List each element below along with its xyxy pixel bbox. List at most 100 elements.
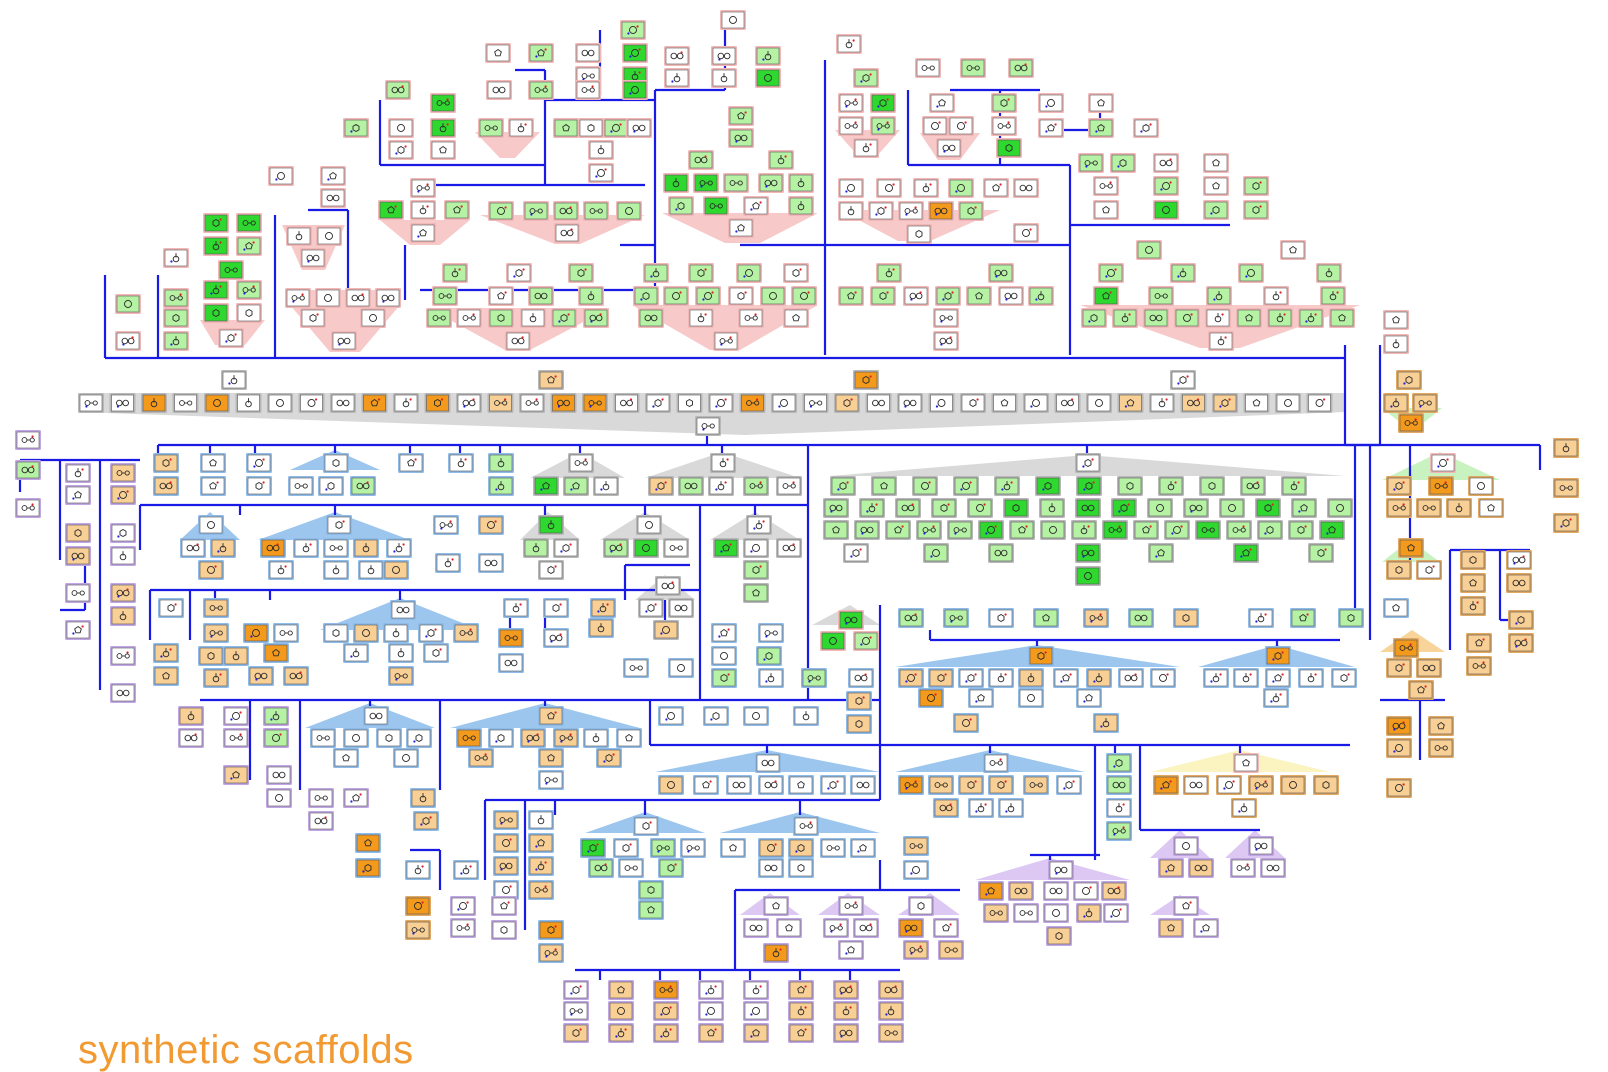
heteroatom-mark bbox=[535, 845, 537, 847]
node-box bbox=[873, 478, 895, 494]
node-box bbox=[1205, 178, 1227, 194]
node-box bbox=[1385, 600, 1407, 616]
heteroatom-mark bbox=[174, 603, 176, 605]
heteroatom-mark bbox=[1169, 158, 1171, 160]
scaffold-node bbox=[1396, 370, 1422, 390]
scaffold-node bbox=[450, 896, 476, 916]
heteroatom-mark bbox=[587, 850, 589, 852]
scaffold-node bbox=[538, 370, 564, 390]
scaffold-node bbox=[983, 178, 1009, 198]
heteroatom-mark bbox=[877, 128, 879, 130]
node-box bbox=[962, 395, 984, 411]
node-box bbox=[660, 860, 682, 876]
node-box bbox=[1510, 612, 1532, 628]
scaffold-node bbox=[1118, 393, 1144, 413]
scaffold-node bbox=[1158, 476, 1184, 496]
heteroatom-mark bbox=[914, 780, 916, 782]
scaffold-node bbox=[498, 628, 524, 648]
heteroatom-mark bbox=[1063, 787, 1065, 789]
scaffold-node bbox=[948, 178, 974, 198]
scaffold-node bbox=[850, 838, 876, 858]
heteroatom-mark bbox=[877, 105, 879, 107]
heteroatom-mark bbox=[1197, 398, 1199, 400]
node-box bbox=[838, 36, 860, 52]
node-box bbox=[112, 548, 134, 564]
heteroatom-mark bbox=[1155, 555, 1157, 557]
node-box bbox=[638, 517, 660, 533]
scaffold-node bbox=[486, 80, 512, 100]
scaffold-node bbox=[491, 896, 517, 916]
heteroatom-mark bbox=[500, 868, 502, 870]
heteroatom-mark bbox=[995, 275, 997, 277]
heteroatom-mark bbox=[558, 405, 560, 407]
heteroatom-mark bbox=[458, 268, 460, 270]
scaffold-node bbox=[1383, 310, 1409, 330]
scaffold-node bbox=[405, 860, 431, 880]
heteroatom-mark bbox=[985, 532, 987, 534]
scaffold-node bbox=[283, 666, 309, 686]
scaffold-node bbox=[1188, 858, 1214, 878]
heteroatom-mark bbox=[1256, 481, 1258, 483]
heteroatom-mark bbox=[974, 780, 976, 782]
heteroatom-mark bbox=[500, 822, 502, 824]
node-box bbox=[407, 862, 429, 878]
heteroatom-mark bbox=[1128, 313, 1130, 315]
scaffold-node bbox=[578, 286, 604, 306]
scaffold-node bbox=[493, 856, 519, 876]
scaffold-node bbox=[850, 775, 876, 795]
heteroatom-mark bbox=[591, 85, 593, 87]
heteroatom-mark bbox=[1242, 525, 1244, 527]
scaffold-node bbox=[978, 881, 1004, 901]
scaffold-node bbox=[1158, 918, 1184, 938]
heteroatom-mark bbox=[255, 678, 257, 680]
node-box bbox=[1267, 670, 1289, 686]
scaffold-node bbox=[1093, 200, 1119, 220]
node-box bbox=[790, 777, 812, 793]
heteroatom-mark bbox=[660, 632, 662, 634]
scaffold-node bbox=[620, 20, 646, 40]
scaffold-node bbox=[788, 838, 814, 858]
heteroatom-mark bbox=[276, 543, 278, 545]
node-box bbox=[790, 1025, 812, 1041]
heteroatom-mark bbox=[604, 863, 606, 865]
scaffold-node bbox=[1428, 476, 1454, 496]
scaffold-node bbox=[1086, 668, 1112, 688]
scaffold-node bbox=[1203, 176, 1229, 196]
scaffold-node bbox=[568, 453, 594, 473]
node-box bbox=[1135, 120, 1157, 136]
node-box bbox=[931, 95, 953, 111]
scaffold-node bbox=[688, 150, 714, 170]
heteroatom-mark bbox=[951, 291, 953, 293]
heteroatom-mark bbox=[875, 213, 877, 215]
node-box bbox=[955, 715, 977, 731]
node-box bbox=[1398, 372, 1420, 388]
heteroatom-mark bbox=[1210, 680, 1212, 682]
node-box bbox=[710, 395, 732, 411]
scaffold-node bbox=[658, 775, 684, 795]
scaffold-node bbox=[922, 116, 948, 136]
heteroatom-mark bbox=[1029, 228, 1031, 230]
scaffold-node bbox=[1117, 476, 1143, 496]
scaffold-node bbox=[1320, 286, 1346, 306]
node-box bbox=[1100, 265, 1122, 281]
scaffold-node bbox=[658, 706, 684, 726]
heteroatom-mark bbox=[836, 780, 838, 782]
heteroatom-mark bbox=[596, 843, 598, 845]
heteroatom-mark bbox=[530, 213, 532, 215]
heteroatom-mark bbox=[279, 733, 281, 735]
node-box bbox=[960, 203, 982, 219]
scaffold-node bbox=[523, 538, 549, 558]
scaffold-node bbox=[878, 980, 904, 1000]
heteroatom-mark bbox=[417, 190, 419, 192]
heteroatom-mark bbox=[923, 532, 925, 534]
node-box bbox=[1119, 478, 1141, 494]
node-box bbox=[1042, 522, 1064, 538]
scaffold-node bbox=[1307, 393, 1333, 413]
node-box bbox=[595, 478, 617, 494]
heteroatom-mark bbox=[1304, 525, 1306, 527]
scaffold-node bbox=[978, 520, 1004, 540]
heteroatom-mark bbox=[975, 700, 977, 702]
node-box bbox=[437, 555, 459, 571]
heteroatom-mark bbox=[687, 850, 689, 852]
